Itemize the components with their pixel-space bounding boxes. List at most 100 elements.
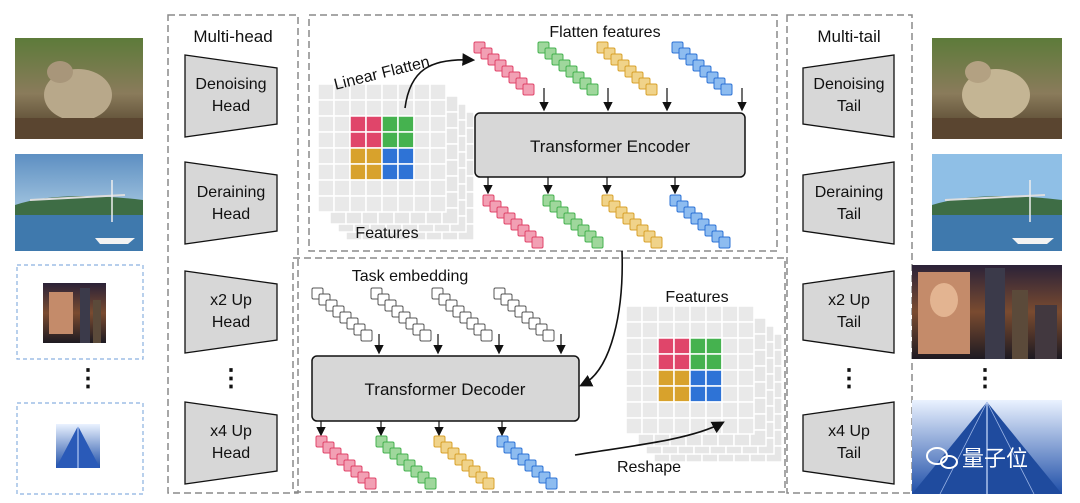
feature-bottom-cell [625,385,643,403]
feature-bottom-cell [689,305,707,323]
head-deraining-line2: Head [212,206,250,223]
input-image-city-small [43,283,106,343]
feature-top-cell [317,195,335,213]
transformer-decoder-label: Transformer Decoder [365,380,526,399]
flatten-features-label: Flatten features [549,24,660,41]
feature-top-cell [365,99,383,117]
feature-top-cell [365,147,383,165]
feature-top-cell [333,195,351,213]
feature-top-cell [349,195,367,213]
feature-bottom-cell [689,337,707,355]
feature-top-cell [349,163,367,181]
tail-x4: x4 Up Tail [802,401,895,485]
features-top-label: Features [355,225,418,242]
frames [167,14,913,494]
feature-bottom-cell [689,321,707,339]
input-ellipsis: ⋮ [76,365,100,392]
input-image-building-small [56,424,100,468]
features-grid-top [317,83,475,241]
feature-bottom-cell [721,353,739,371]
task-embedding-token [360,329,373,342]
feature-bottom-cell [657,369,675,387]
feature-top-cell [381,195,399,213]
tail-x2-line2: Tail [837,314,861,331]
feature-bottom-cell [705,385,723,403]
feature-bottom-cell [737,321,755,339]
feature-top-cell [317,115,335,133]
output-ellipsis: ⋮ [973,365,997,392]
feature-top-cell [397,115,415,133]
input-images: ⋮ [15,38,144,495]
feature-top-cell [413,163,431,181]
tail-x2-line1: x2 Up [828,292,870,309]
feature-bottom-cell [689,385,707,403]
task-embedding-token [419,329,432,342]
head-deraining-line1: Deraining [197,184,265,201]
decoder-output-token [482,477,495,490]
tail-x4-line2: Tail [837,445,861,462]
feature-top-cell [429,163,447,181]
feature-bottom-cell [689,369,707,387]
feature-top-cell [397,147,415,165]
head-x2-line2: Head [212,314,250,331]
head-ellipsis: ⋮ [219,365,243,392]
feature-top-cell [317,83,335,101]
feature-bottom-cell [689,401,707,419]
feature-bottom-cell [737,369,755,387]
feature-bottom-cell [705,401,723,419]
feature-top-cell [397,131,415,149]
feature-top-cell [349,131,367,149]
feature-bottom-cell [625,305,643,323]
transformer-decoder: Transformer Decoder [311,355,580,422]
feature-bottom-cell [737,401,755,419]
watermark-text: 量子位 [962,447,1028,472]
feature-top-cell [317,147,335,165]
output-image-city [912,265,1062,359]
feature-bottom-cell [673,369,691,387]
head-denoising-line2: Head [212,98,250,115]
feature-top-cell [381,163,399,181]
multi-head-title: Multi-head [193,27,272,46]
task-embedding-token [480,329,493,342]
feature-top-cell [365,163,383,181]
encoder-input-sequences [473,41,747,112]
tail-denoising-line2: Tail [837,98,861,115]
reshape-arrow [574,421,725,456]
tails: Denoising Tail Deraining Tail x2 Up Tail… [802,54,895,485]
feature-top-cell [317,131,335,149]
tail-ellipsis: ⋮ [837,365,861,392]
feature-bottom-cell [641,417,659,435]
feature-top-cell [413,83,431,101]
feature-top-cell [413,115,431,133]
feature-bottom-cell [673,417,691,435]
feature-top-cell [333,131,351,149]
feature-top-cell [429,83,447,101]
tail-denoising-line1: Denoising [813,76,884,93]
feature-top-cell [349,99,367,117]
feature-bottom-cell [721,401,739,419]
feature-top-cell [381,179,399,197]
feature-top-cell [429,179,447,197]
feature-top-cell [381,147,399,165]
feature-top-cell [397,195,415,213]
feature-bottom-cell [657,305,675,323]
reshape-label: Reshape [617,459,681,476]
feature-bottom-cell [657,353,675,371]
feature-bottom-cell [641,353,659,371]
head-x4-line1: x4 Up [210,423,252,440]
feature-top-cell [333,163,351,181]
feature-bottom-cell [625,353,643,371]
feature-bottom-cell [641,385,659,403]
feature-bottom-cell [737,337,755,355]
feature-top-cell [365,115,383,133]
feature-top-cell [429,115,447,133]
task-embedding-label: Task embedding [352,268,469,285]
feature-bottom-cell [625,417,643,435]
feature-top-cell [381,115,399,133]
multi-tail-frame [786,14,913,494]
feature-bottom-cell [705,305,723,323]
feature-bottom-cell [673,385,691,403]
decoder-output-token [424,477,437,490]
output-image-bird [932,38,1062,139]
head-deraining: Deraining Head [184,161,278,245]
